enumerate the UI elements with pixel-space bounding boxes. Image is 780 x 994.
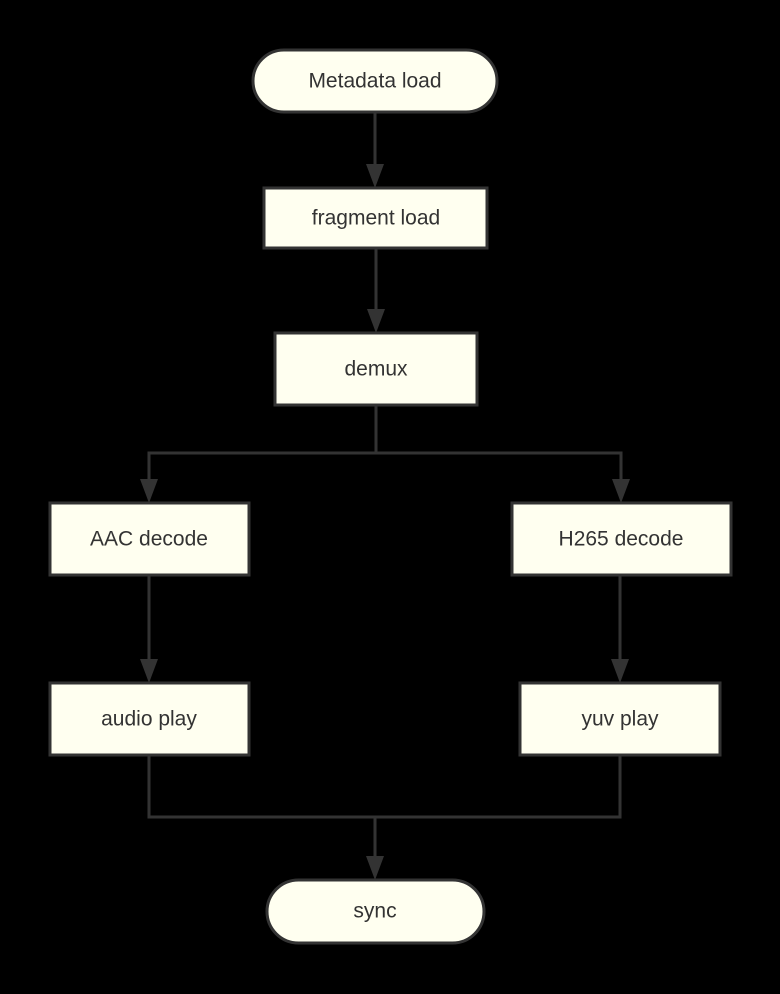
node-demux[interactable]: demux (273, 331, 479, 407)
node-h265-decode-label: H265 decode (559, 528, 684, 551)
edge-fragment-load-to-demux (367, 248, 385, 333)
edge-layer (140, 112, 630, 880)
edge-h265-decode-to-yuv-play (611, 575, 629, 683)
node-demux-label: demux (344, 358, 408, 381)
node-audio-play-shape[interactable] (48, 681, 251, 757)
edge-aac-decode-to-audio-play (140, 575, 158, 683)
node-aac-decode-label: AAC decode (90, 528, 208, 551)
node-aac-decode[interactable]: AAC decode (48, 501, 251, 577)
node-yuv-play-shape[interactable] (518, 681, 722, 757)
node-audio-play[interactable]: audio play (48, 681, 251, 757)
node-sync-label: sync (353, 900, 396, 923)
node-h265-decode-shape[interactable] (510, 501, 733, 577)
edge-audio-play-to-sync (147, 755, 384, 880)
node-h265-decode[interactable]: H265 decode (510, 501, 733, 577)
node-fragment-load[interactable]: fragment load (262, 186, 489, 250)
node-demux-shape[interactable] (273, 331, 479, 407)
edge-demux-to-h265-decode (374, 405, 630, 503)
node-layer: Metadata load fragment load demux AAC de… (48, 48, 733, 945)
edge-yuv-play-to-sync (373, 755, 622, 864)
node-fragment-load-shape[interactable] (262, 186, 489, 250)
node-sync-shape[interactable] (265, 878, 486, 945)
node-fragment-load-label: fragment load (312, 207, 440, 230)
node-audio-play-label: audio play (101, 708, 197, 731)
node-yuv-play[interactable]: yuv play (518, 681, 722, 757)
node-metadata-load-shape[interactable] (251, 48, 499, 114)
edge-metadata-load-to-fragment-load (366, 112, 384, 188)
edge-demux-to-aac-decode (140, 405, 378, 503)
node-aac-decode-shape[interactable] (48, 501, 251, 577)
node-yuv-play-label: yuv play (581, 708, 659, 731)
node-metadata-load-label: Metadata load (308, 70, 441, 93)
node-sync[interactable]: sync (265, 878, 486, 945)
node-metadata-load[interactable]: Metadata load (251, 48, 499, 114)
